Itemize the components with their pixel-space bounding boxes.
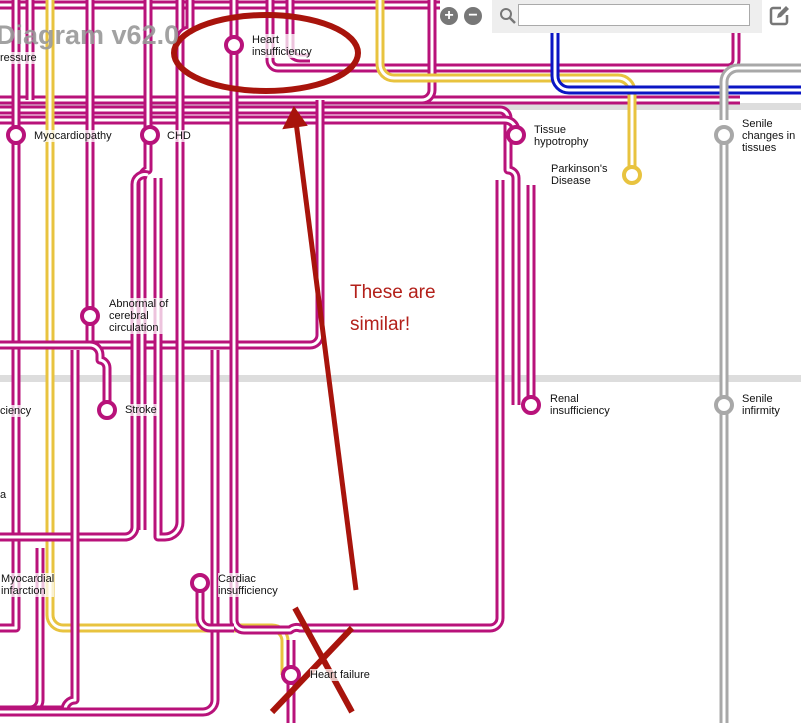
station-senile-changes[interactable] <box>714 125 734 145</box>
route-line-magenta[interactable] <box>229 0 505 635</box>
route-line-gray[interactable] <box>719 63 801 120</box>
annotation-ellipse <box>171 12 361 94</box>
route-line-magenta[interactable] <box>89 340 112 405</box>
station-label-myocardial-infarction[interactable]: Myocardial infarction <box>1 573 55 597</box>
zoom-in-button[interactable]: + <box>440 7 458 25</box>
route-line-magenta[interactable] <box>0 350 220 717</box>
station-label-renal[interactable]: Renal insufficiency <box>550 393 610 417</box>
station-label-partial-a[interactable]: a <box>0 489 7 501</box>
route-line-magenta[interactable] <box>421 0 437 105</box>
zoom-out-button[interactable]: − <box>464 7 482 25</box>
station-label-senile-changes[interactable]: Senile changes in tissues <box>742 118 796 154</box>
station-heart-insufficiency[interactable] <box>224 35 244 55</box>
route-line-magenta[interactable] <box>0 105 521 405</box>
annotation-note: These are similar! <box>350 282 436 335</box>
station-heart-failure[interactable] <box>281 665 301 685</box>
station-renal[interactable] <box>521 395 541 415</box>
station-label-chd[interactable]: CHD <box>167 130 191 142</box>
station-label-cardiac-insufficiency[interactable]: Cardiac insufficiency <box>218 573 278 597</box>
station-label-partial-ciency[interactable]: ciency <box>0 405 32 417</box>
station-myocardiopathy[interactable] <box>6 125 26 145</box>
station-label-pressure: ressure <box>0 52 37 64</box>
edit-icon[interactable] <box>768 4 792 28</box>
route-line-magenta[interactable] <box>195 590 234 633</box>
station-stroke[interactable] <box>97 400 117 420</box>
station-abnormal-cerebral[interactable] <box>80 306 100 326</box>
route-line-magenta[interactable] <box>265 0 741 73</box>
diagram-title: Diagram v62.0 <box>0 20 180 50</box>
station-parkinsons[interactable] <box>622 165 642 185</box>
annotation-arrow-shaft <box>293 121 359 591</box>
route-line-blue[interactable] <box>550 30 801 95</box>
route-line-yellow[interactable] <box>45 0 290 675</box>
route-line-magenta[interactable] <box>0 100 325 350</box>
station-label-stroke[interactable]: Stroke <box>125 404 157 416</box>
station-cardiac-insufficiency[interactable] <box>190 573 210 593</box>
station-label-senile-infirmity[interactable]: Senile infirmity <box>742 393 780 417</box>
station-tissue-hypotrophy[interactable] <box>506 125 526 145</box>
search-input[interactable] <box>518 4 750 26</box>
station-chd[interactable] <box>140 125 160 145</box>
station-label-heart-failure[interactable]: Heart failure <box>310 669 370 681</box>
station-senile-infirmity[interactable] <box>714 395 734 415</box>
station-label-parkinsons[interactable]: Parkinson's Disease <box>551 163 608 187</box>
annotation-arrow-head <box>282 106 308 130</box>
route-line-magenta[interactable] <box>0 170 150 542</box>
station-label-abnormal-cerebral[interactable]: Abnormal of cerebral circulation <box>109 298 169 334</box>
search-icon <box>500 8 516 24</box>
station-label-heart-insufficiency[interactable]: Heart insufficiency <box>252 34 312 58</box>
route-line-magenta[interactable] <box>0 0 21 633</box>
station-label-tissue-hypotrophy[interactable]: Tissue hypotrophy <box>534 124 589 148</box>
station-label-myocardiopathy[interactable]: Myocardiopathy <box>34 130 112 142</box>
route-line-magenta[interactable] <box>153 0 185 542</box>
route-line-magenta[interactable] <box>137 0 153 530</box>
